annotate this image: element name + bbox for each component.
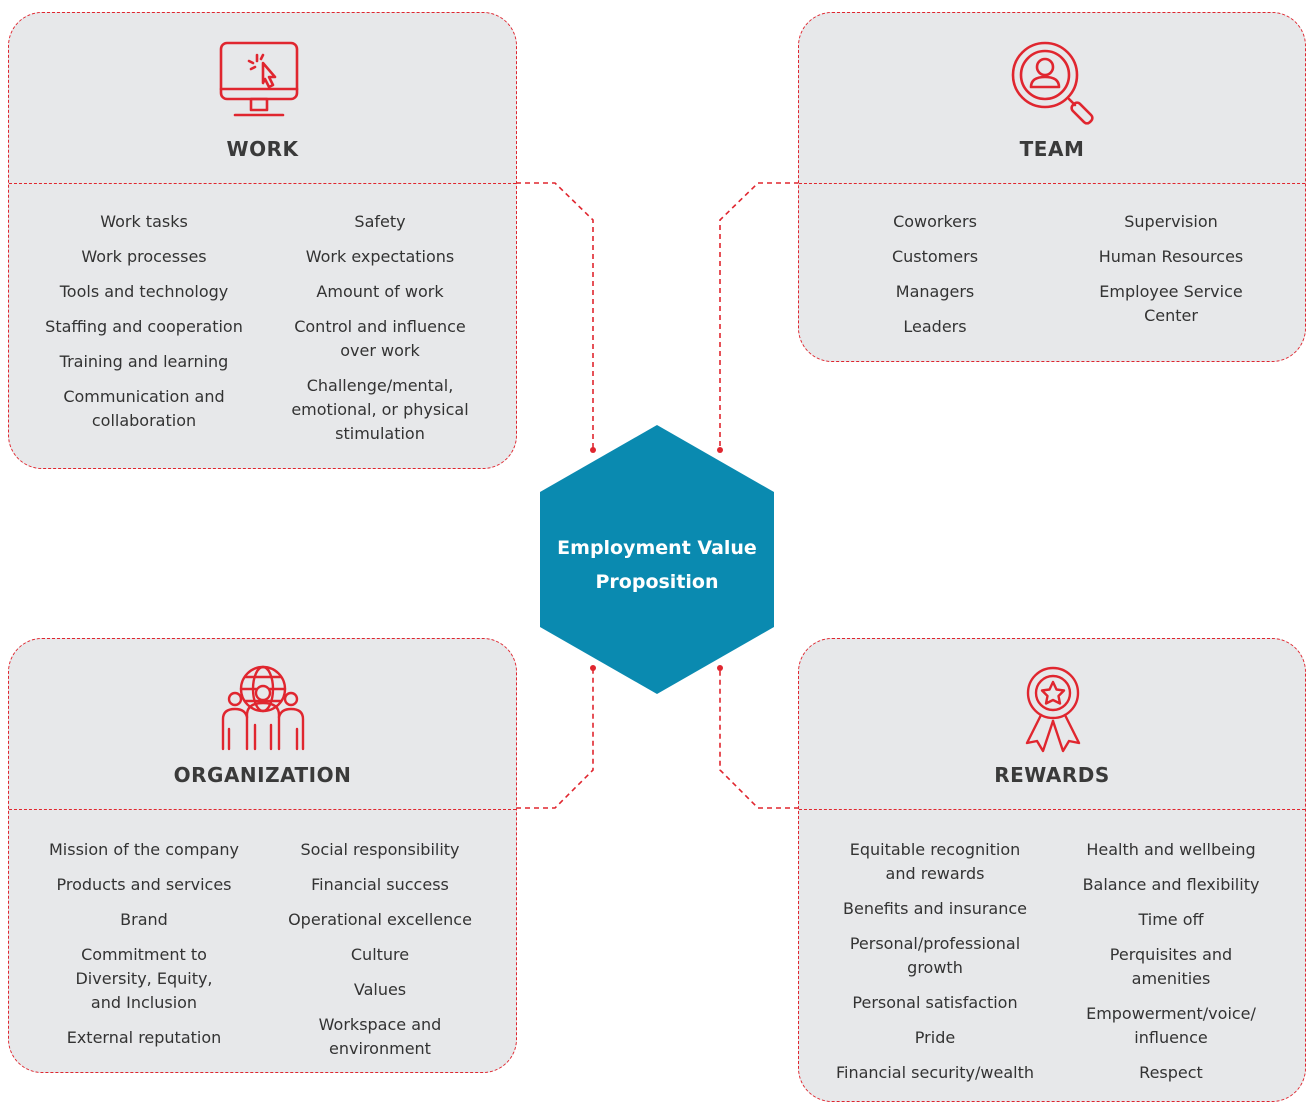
list-item: Culture [350, 945, 410, 964]
list-item: Pride [914, 1028, 956, 1047]
list-item: Benefits and insurance [843, 899, 1027, 918]
rewards-panel: REWARDS Equitable recognition and reward… [798, 638, 1306, 1102]
list-item: Empowerment/voice/ influence [1086, 1004, 1256, 1047]
list-item: Commitment to Diversity, Equity, and Inc… [75, 945, 213, 1012]
team-list-left: Coworkers Customers Managers Leaders [819, 210, 1051, 350]
connector-dot [590, 665, 596, 671]
list-item: Supervision [1124, 212, 1218, 231]
connector-dot [717, 665, 723, 671]
connector-team [719, 182, 799, 450]
list-item: Work tasks [100, 212, 188, 231]
center-label: Employment Value Proposition [540, 531, 774, 599]
list-item: Leaders [903, 317, 967, 336]
team-list-right: Supervision Human Resources Employee Ser… [1055, 210, 1287, 339]
work-list-left: Work tasks Work processes Tools and tech… [28, 210, 260, 444]
list-item: Financial success [311, 875, 449, 894]
list-item: Operational excellence [288, 910, 472, 929]
rewards-divider [799, 809, 1305, 810]
work-list-right: Safety Work expectations Amount of work … [264, 210, 496, 457]
list-item: Customers [891, 247, 979, 266]
list-item: Brand [120, 910, 168, 929]
rewards-title: REWARDS [994, 763, 1110, 787]
list-item: Coworkers [893, 212, 977, 231]
list-item: Equitable recognition and rewards [849, 840, 1021, 883]
connector-dot [717, 447, 723, 453]
connector-work [516, 182, 594, 450]
organization-list-left: Mission of the company Products and serv… [28, 838, 260, 1061]
computer-cursor-click-icon [219, 41, 299, 117]
work-panel: WORK Work tasks Work processes Tools and… [8, 12, 517, 469]
connector-organization [516, 668, 594, 809]
team-panel: TEAM Coworkers Customers Managers Leader… [798, 12, 1306, 362]
globe-people-icon [221, 665, 305, 751]
organization-list-right: Social responsibility Financial success … [264, 838, 496, 1072]
rewards-list-right: Health and wellbeing Balance and flexibi… [1055, 838, 1287, 1096]
list-item: Values [353, 980, 407, 999]
list-item: Employee Service Center [1099, 282, 1243, 325]
organization-panel: ORGANIZATION Mission of the company Prod… [8, 638, 517, 1073]
list-item: Work expectations [305, 247, 455, 266]
list-item: Workspace and environment [318, 1015, 442, 1058]
list-item: Training and learning [59, 352, 229, 371]
list-item: Tools and technology [59, 282, 229, 301]
work-title: WORK [226, 137, 299, 161]
list-item: Challenge/mental, emotional, or physical… [291, 376, 469, 443]
list-item: Work processes [81, 247, 207, 266]
employment-value-proposition-hexagon [540, 425, 774, 694]
award-ribbon-icon [1025, 666, 1081, 753]
magnifier-person-icon [1011, 41, 1094, 125]
list-item: Managers [895, 282, 975, 301]
team-divider [799, 183, 1305, 184]
list-item: Human Resources [1098, 247, 1244, 266]
list-item: Safety [354, 212, 406, 231]
list-item: Social responsibility [300, 840, 460, 859]
list-item: Communication and collaboration [63, 387, 225, 430]
list-item: Balance and flexibility [1082, 875, 1260, 894]
list-item: Financial security/wealth [835, 1063, 1034, 1082]
team-title: TEAM [1019, 137, 1085, 161]
center-label-line2: Proposition [595, 571, 719, 593]
work-divider [9, 183, 516, 184]
list-item: Mission of the company [49, 840, 239, 859]
list-item: Amount of work [316, 282, 444, 301]
rewards-list-left: Equitable recognition and rewards Benefi… [819, 838, 1051, 1096]
list-item: Health and wellbeing [1086, 840, 1256, 859]
center-label-line1: Employment Value [557, 537, 757, 559]
list-item: Staffing and cooperation [45, 317, 243, 336]
list-item: Personal/professional growth [849, 934, 1021, 977]
list-item: Respect [1139, 1063, 1203, 1082]
connector-dot [590, 447, 596, 453]
connector-rewards [719, 668, 799, 809]
list-item: External reputation [66, 1028, 222, 1047]
organization-divider [9, 809, 516, 810]
list-item: Products and services [56, 875, 232, 894]
organization-title: ORGANIZATION [173, 763, 352, 787]
list-item: Perquisites and amenities [1109, 945, 1233, 988]
list-item: Time off [1138, 910, 1204, 929]
list-item: Control and influence over work [294, 317, 466, 360]
list-item: Personal satisfaction [852, 993, 1018, 1012]
